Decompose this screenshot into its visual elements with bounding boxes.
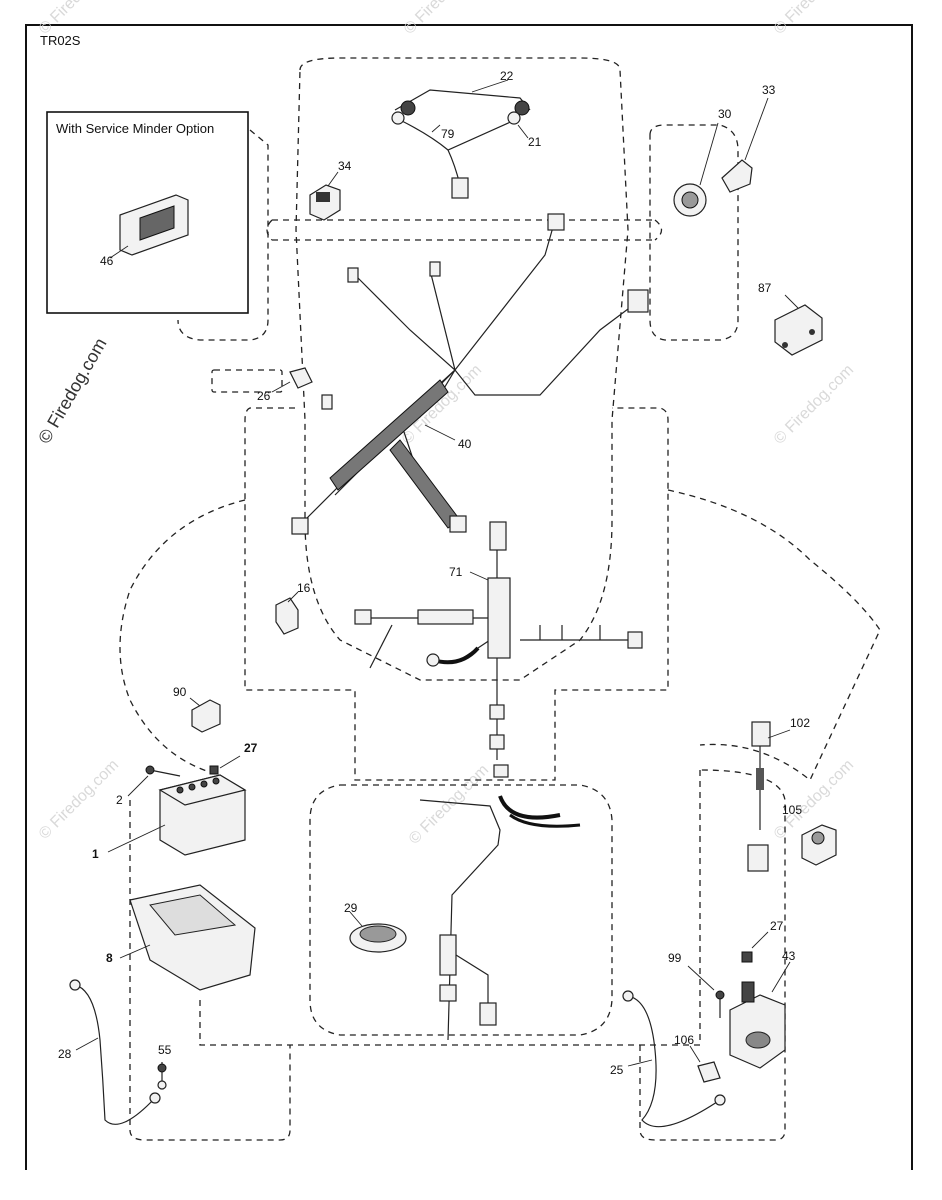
battery-cable-28: [69, 979, 161, 1125]
label-34: 34: [338, 159, 352, 173]
label-29: 29: [344, 901, 358, 915]
seat-switch-29: [349, 911, 407, 953]
battery-tray-8: [119, 884, 256, 991]
nut-27-right: [741, 931, 769, 963]
option-box-title: With Service Minder Option: [56, 121, 214, 136]
fuse-holder-26: [271, 367, 313, 393]
label-40: 40: [458, 437, 472, 451]
service-minder-option-box: With Service Minder Option 46: [46, 111, 249, 314]
nut-27-left: [209, 755, 241, 775]
main-harness-40: [291, 213, 649, 535]
label-16: 16: [297, 581, 311, 595]
label-27-left: 27: [244, 741, 258, 755]
label-90: 90: [173, 685, 187, 699]
connector-106: [689, 1045, 721, 1083]
label-28: 28: [58, 1047, 72, 1061]
bolt-2: [127, 765, 181, 797]
label-71: 71: [449, 565, 463, 579]
label-46: 46: [100, 254, 114, 268]
label-25: 25: [610, 1063, 624, 1077]
ignition-switch-30: [673, 122, 719, 217]
label-8: 8: [106, 951, 113, 965]
relay-90: [189, 697, 221, 733]
battery-cable-25: [622, 990, 726, 1128]
label-55: 55: [158, 1043, 172, 1057]
label-106: 106: [674, 1033, 694, 1047]
harness-102: [747, 721, 791, 872]
watermark: © Firedog.com: [401, 0, 487, 38]
service-minder-hour-meter: [109, 194, 189, 259]
seat-harness: [419, 795, 581, 1041]
switch-34: [309, 171, 341, 221]
relay-87: [774, 294, 823, 356]
harness-71: [354, 521, 643, 778]
label-1: 1: [92, 847, 99, 861]
label-22: 22: [500, 69, 514, 83]
label-99: 99: [668, 951, 682, 965]
watermark-main: © Firedog.com: [34, 335, 110, 447]
watermark: © Firedog.com: [771, 361, 857, 447]
label-26: 26: [257, 389, 271, 403]
label-102: 102: [790, 716, 810, 730]
label-105: 105: [782, 803, 802, 817]
bolt-55: [157, 1062, 167, 1090]
watermark: © Firedog.com: [36, 756, 122, 842]
label-2: 2: [116, 793, 123, 807]
connector-33: [721, 97, 769, 193]
headlight-harness: [391, 79, 531, 199]
label-33: 33: [762, 83, 776, 97]
diagram-code: TR02S: [40, 33, 81, 48]
label-30: 30: [718, 107, 732, 121]
label-21: 21: [528, 135, 542, 149]
bolt-99: [687, 965, 725, 1018]
tractor-outline: [119, 57, 881, 1141]
solenoid-105: [801, 824, 837, 866]
label-43: 43: [782, 949, 796, 963]
label-87: 87: [758, 281, 772, 295]
connector-16: [275, 591, 299, 635]
battery-1: [107, 774, 247, 856]
watermark: © Firedog.com: [771, 0, 857, 38]
label-27-right: 27: [770, 919, 784, 933]
label-79: 79: [441, 127, 455, 141]
starter-solenoid-43: [729, 961, 791, 1069]
diagram-border: [25, 24, 913, 1170]
